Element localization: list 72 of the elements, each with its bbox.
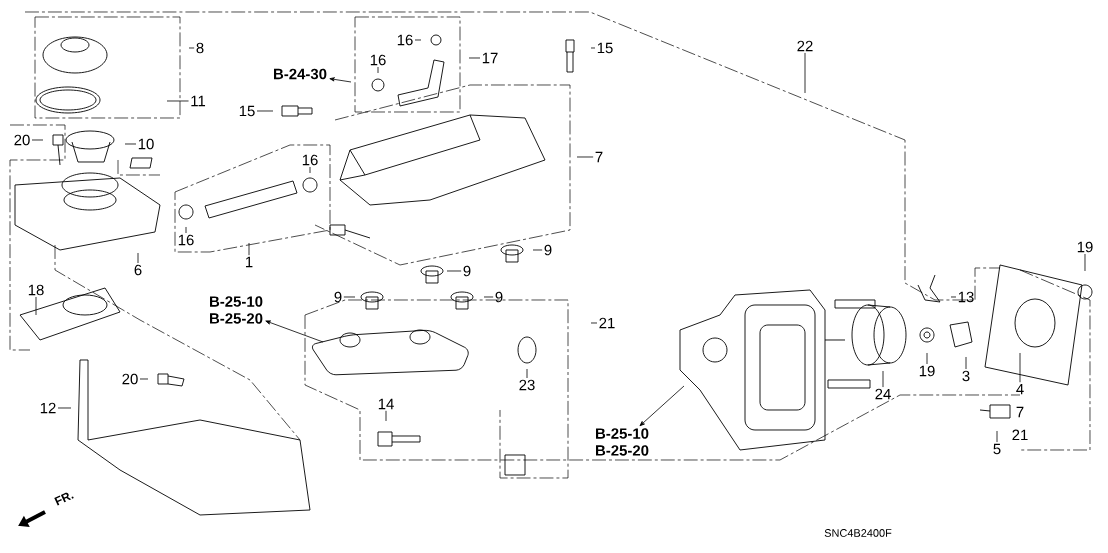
leader-line xyxy=(483,296,494,298)
reference-arrow xyxy=(329,77,352,83)
reference-label: B-24-30 xyxy=(274,68,327,80)
reference-label: B-25-10 B-25-20 xyxy=(596,428,649,456)
leader-line xyxy=(1019,352,1021,383)
callout-number: 20 xyxy=(14,134,30,146)
leader-line xyxy=(188,47,195,49)
leader-line xyxy=(139,378,149,380)
leader-line xyxy=(137,252,139,264)
leader-line xyxy=(590,322,598,324)
leader-line xyxy=(804,52,806,94)
callout-number: 23 xyxy=(519,379,535,391)
callout-number: 13 xyxy=(958,291,974,303)
callout-number: 14 xyxy=(378,398,394,410)
callout-number: 20 xyxy=(122,373,138,385)
leader-line xyxy=(965,356,967,370)
leader-line xyxy=(526,368,528,379)
leader-line xyxy=(882,370,884,388)
leader-line xyxy=(309,166,311,174)
callout-number: 22 xyxy=(797,40,813,52)
callout-number: 9 xyxy=(334,291,342,303)
leader-line xyxy=(1084,253,1086,272)
leader-line xyxy=(31,139,44,141)
leader-line xyxy=(414,39,422,41)
callout-number: 1 xyxy=(246,256,253,268)
leader-line xyxy=(996,430,998,443)
drawing-code: SNC4B2400F xyxy=(824,529,892,537)
callout-number: 3 xyxy=(962,370,970,382)
callout-number: 6 xyxy=(134,264,142,276)
leader-line xyxy=(124,143,137,145)
leader-line xyxy=(57,407,72,409)
leader-line xyxy=(185,226,187,234)
callout-number: 11 xyxy=(191,95,206,107)
reference-arrow xyxy=(265,320,324,343)
leader-line xyxy=(446,270,462,272)
callout-number: 15 xyxy=(597,42,613,54)
leader-line xyxy=(343,296,356,298)
callout-number: 16 xyxy=(370,54,386,66)
callout-number: 19 xyxy=(1077,241,1093,253)
callout-number: 15 xyxy=(239,105,255,117)
leader-line xyxy=(468,57,481,59)
callout-number: 9 xyxy=(544,244,552,256)
leader-line xyxy=(256,110,274,112)
leader-line xyxy=(950,296,957,298)
callout-number: 12 xyxy=(40,402,56,414)
callout-number: 19 xyxy=(919,365,935,377)
leader-line xyxy=(377,66,379,74)
direction-label: FR. xyxy=(54,492,74,506)
callout-number: 16 xyxy=(397,34,413,46)
reference-label: B-25-10 B-25-20 xyxy=(210,296,263,324)
leader-line xyxy=(385,410,387,422)
leader-line xyxy=(532,249,543,251)
leader-line xyxy=(166,100,189,102)
callout-number: 16 xyxy=(302,154,318,166)
callout-number: 16 xyxy=(178,234,194,246)
callout-number: 8 xyxy=(196,42,204,54)
leader-line xyxy=(248,242,250,256)
callout-number: 21 xyxy=(599,317,615,329)
leader-line xyxy=(35,296,37,316)
leader-line xyxy=(576,156,594,158)
reference-arrow xyxy=(639,385,685,427)
callout-number: 4 7 21 xyxy=(1012,383,1028,441)
leader-line xyxy=(590,47,596,49)
callout-number: 17 xyxy=(482,52,498,64)
callout-number: 24 xyxy=(875,388,891,400)
callout-number: 9 xyxy=(495,291,503,303)
callout-number: 7 xyxy=(595,151,603,163)
leader-line xyxy=(926,352,928,365)
callout-number: 5 xyxy=(993,443,1001,455)
callout-number: 18 xyxy=(28,284,44,296)
callout-number: 9 xyxy=(463,265,471,277)
callout-number: 10 xyxy=(138,138,154,150)
